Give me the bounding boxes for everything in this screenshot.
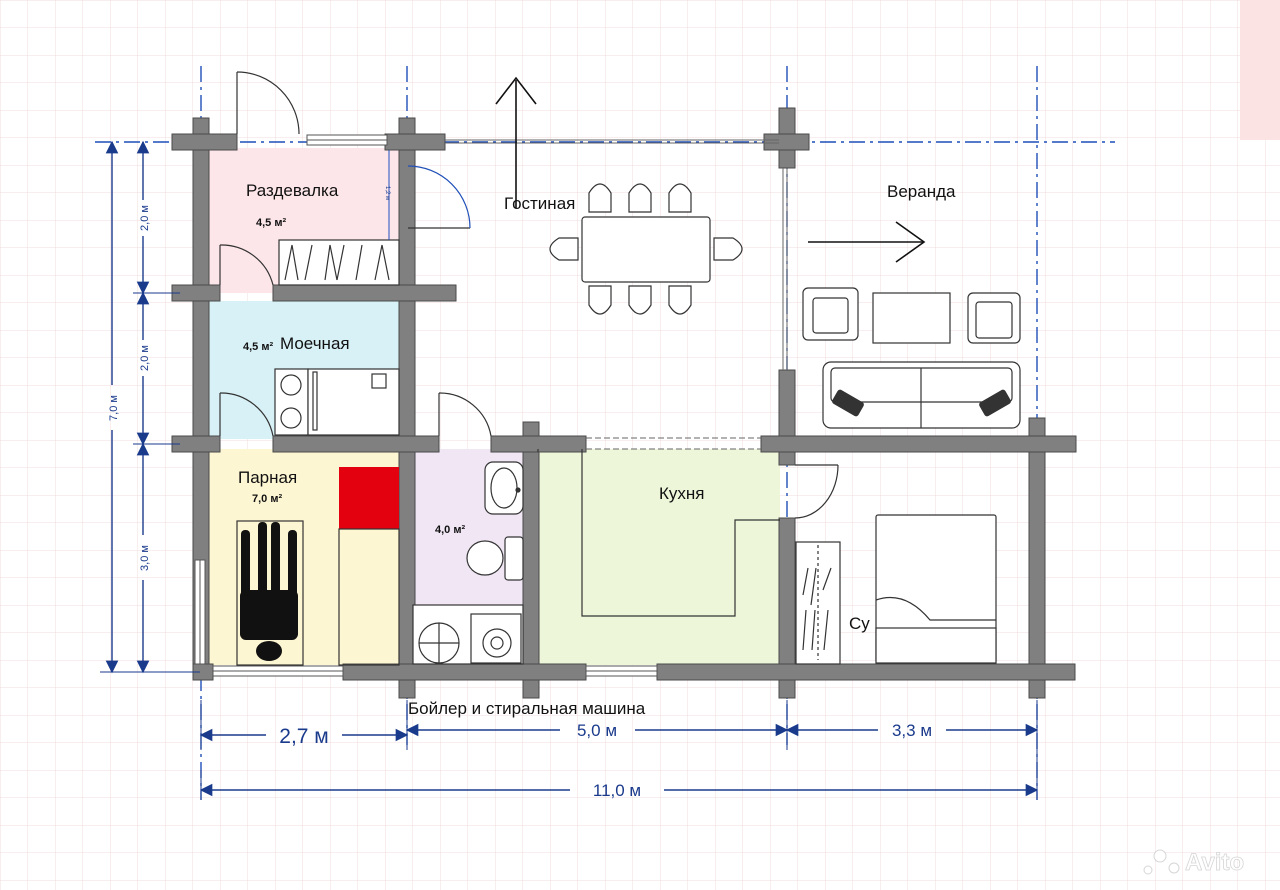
- moechnaya-name: Моечная: [280, 334, 350, 353]
- veranda-name: Веранда: [887, 182, 956, 201]
- kitchen-opening: [586, 437, 761, 450]
- su-area: 4,0 м²: [435, 524, 465, 536]
- width-total-label: 11,0 м: [593, 781, 641, 800]
- bedroom-furniture: [795, 514, 997, 665]
- su-fixtures: [412, 461, 524, 665]
- razdevalka-bench: [278, 239, 400, 286]
- doors: [219, 71, 839, 519]
- parnaya-shelves: [236, 520, 400, 666]
- windows: [194, 134, 658, 677]
- avito-watermark: Avito: [1143, 849, 1245, 876]
- veranda-furniture: [802, 287, 1021, 429]
- dimension-lines: [105, 140, 1039, 797]
- gostinaya-name: Гостиная: [504, 194, 575, 213]
- kitchen-counter: [537, 449, 780, 617]
- height-top-label: 2,0 м: [139, 205, 151, 231]
- kuhnya-name: Кухня: [659, 484, 705, 503]
- height-total-label: 7,0 м: [108, 395, 120, 421]
- north-arrow: [495, 76, 537, 208]
- person-figure: [240, 522, 298, 661]
- width-right-label: 3,3 м: [892, 721, 932, 740]
- glazing: [445, 139, 788, 370]
- veranda-cushions: [832, 389, 1011, 417]
- parnaya-name: Парная: [238, 468, 297, 487]
- razdevalka-area: 4,5 м²: [256, 217, 286, 229]
- height-bottom-label: 3,0 м: [139, 545, 151, 571]
- razdevalka-name: Раздевалка: [246, 181, 339, 200]
- boiler-label: Бойлер и стиральная машина: [408, 699, 646, 718]
- razdevalka-door-width: 1,2 м: [384, 186, 390, 200]
- walls: [171, 107, 1077, 699]
- moechnaya-equipment: [274, 368, 400, 436]
- kuhnya-fill: [538, 449, 780, 665]
- corner-tint: [1240, 0, 1280, 140]
- width-mid-label: 5,0 м: [577, 721, 617, 740]
- width-left-label: 2,7 м: [279, 725, 328, 748]
- dining-set: [549, 183, 743, 315]
- stove: [339, 467, 399, 529]
- avito-watermark-text: Avito: [1185, 849, 1244, 876]
- veranda-arrow: [808, 221, 926, 263]
- parnaya-area: 7,0 м²: [252, 493, 282, 505]
- height-mid-label: 2,0 м: [139, 345, 151, 371]
- bedroom-name: Су: [849, 614, 870, 633]
- moechnaya-area: 4,5 м²: [243, 341, 273, 353]
- dimension-ticks: [100, 292, 1038, 800]
